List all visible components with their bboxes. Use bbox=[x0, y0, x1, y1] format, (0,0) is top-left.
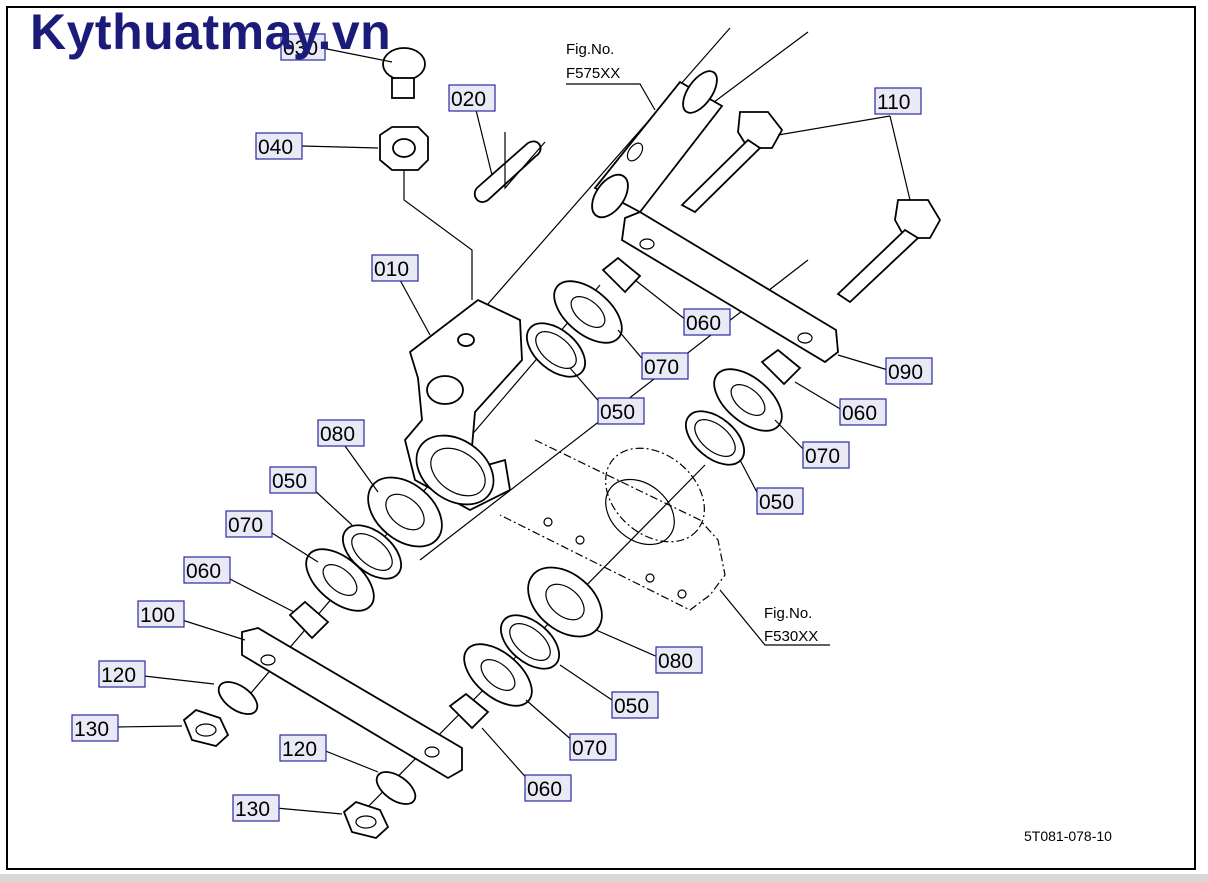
svg-text:Fig.No.: Fig.No. bbox=[764, 605, 812, 622]
nut-part-040 bbox=[379, 126, 429, 171]
ring-050-right bbox=[685, 410, 745, 466]
callout-080-b: 080 bbox=[655, 646, 703, 674]
svg-text:080: 080 bbox=[658, 650, 693, 673]
lock-washer-120-b bbox=[375, 771, 417, 805]
callout-020: 020 bbox=[448, 84, 496, 112]
svg-text:120: 120 bbox=[282, 738, 317, 761]
bolt-part-110-a bbox=[680, 111, 784, 214]
reference-f575xx: Fig.No. F575XX bbox=[566, 41, 620, 82]
ring-050-lower bbox=[500, 614, 560, 670]
ring-050-upper bbox=[526, 322, 586, 378]
svg-text:070: 070 bbox=[644, 356, 679, 379]
bearing-080-lower bbox=[527, 566, 603, 638]
figure-code: 5T081-078-10 bbox=[1024, 828, 1112, 844]
svg-text:050: 050 bbox=[272, 470, 307, 493]
svg-text:120: 120 bbox=[101, 664, 136, 687]
bolt-part-110-b bbox=[836, 199, 942, 304]
callout-120-a: 120 bbox=[98, 660, 146, 688]
svg-text:070: 070 bbox=[228, 514, 263, 537]
callout-070-d: 070 bbox=[569, 733, 617, 761]
nut-130-b bbox=[342, 800, 390, 839]
svg-text:050: 050 bbox=[759, 491, 794, 514]
callout-070-a: 070 bbox=[641, 352, 689, 380]
callout-130-b: 130 bbox=[232, 794, 280, 822]
key-part-020 bbox=[473, 132, 546, 203]
svg-text:070: 070 bbox=[572, 737, 607, 760]
svg-text:070: 070 bbox=[805, 445, 840, 468]
svg-text:130: 130 bbox=[74, 718, 109, 741]
callout-120-b: 120 bbox=[279, 734, 327, 762]
upper-tube-part bbox=[591, 70, 724, 219]
svg-text:Fig.No.: Fig.No. bbox=[566, 41, 614, 58]
callout-100: 100 bbox=[137, 600, 185, 628]
svg-text:050: 050 bbox=[600, 401, 635, 424]
spacer-060-lower bbox=[448, 692, 490, 730]
callout-110: 110 bbox=[874, 87, 922, 115]
callout-080-a: 080 bbox=[317, 419, 365, 447]
lock-washer-120-a bbox=[217, 681, 259, 715]
callout-060-d: 060 bbox=[524, 774, 572, 802]
spacer-060-left bbox=[288, 600, 330, 640]
svg-text:050: 050 bbox=[614, 695, 649, 718]
callout-070-c: 070 bbox=[225, 510, 273, 538]
callout-050-a: 050 bbox=[597, 397, 645, 425]
svg-text:080: 080 bbox=[320, 423, 355, 446]
spacer-060-right bbox=[760, 348, 802, 386]
frame-part-f530xx bbox=[499, 439, 726, 611]
nut-130-a bbox=[182, 708, 230, 747]
svg-text:060: 060 bbox=[186, 560, 221, 583]
svg-text:110: 110 bbox=[877, 91, 910, 114]
callout-060-a: 060 bbox=[683, 308, 731, 336]
svg-text:F575XX: F575XX bbox=[566, 65, 620, 82]
callout-040: 040 bbox=[255, 132, 303, 160]
callout-060-b: 060 bbox=[839, 398, 887, 426]
callout-050-d: 050 bbox=[611, 691, 659, 719]
svg-text:010: 010 bbox=[374, 258, 409, 281]
callout-130-a: 130 bbox=[71, 714, 119, 742]
callout-050-b: 050 bbox=[756, 487, 804, 515]
svg-text:020: 020 bbox=[451, 88, 486, 111]
washer-070-right bbox=[713, 368, 783, 432]
svg-text:040: 040 bbox=[258, 136, 293, 159]
callout-010: 010 bbox=[371, 254, 419, 282]
plate-part-090 bbox=[621, 210, 839, 364]
leader-lines bbox=[113, 47, 911, 815]
bottom-scrollbar[interactable] bbox=[0, 874, 1208, 882]
plug-part-030 bbox=[382, 47, 426, 99]
spacer-060-upper bbox=[601, 256, 642, 294]
svg-text:F530XX: F530XX bbox=[764, 628, 818, 645]
washer-070-upper bbox=[553, 280, 623, 344]
svg-text:130: 130 bbox=[235, 798, 270, 821]
washer-070-left bbox=[305, 548, 375, 612]
callout-050-c: 050 bbox=[269, 466, 317, 494]
svg-text:060: 060 bbox=[842, 402, 877, 425]
callout-090: 090 bbox=[885, 357, 933, 385]
diagram-frame bbox=[6, 6, 1196, 870]
callout-030: 030 bbox=[280, 33, 326, 61]
callout-060-c: 060 bbox=[183, 556, 231, 584]
svg-text:030: 030 bbox=[283, 37, 318, 60]
svg-text:100: 100 bbox=[140, 604, 175, 627]
svg-text:090: 090 bbox=[888, 361, 923, 384]
svg-text:060: 060 bbox=[527, 778, 562, 801]
watermark-logo: Kythuatmay.vn bbox=[30, 4, 392, 60]
svg-text:060: 060 bbox=[686, 312, 721, 335]
plate-part-100 bbox=[241, 627, 463, 780]
callout-070-b: 070 bbox=[802, 441, 850, 469]
washer-070-lower bbox=[463, 643, 533, 707]
reference-f530xx: Fig.No. F530XX bbox=[764, 605, 818, 645]
arm-part-010 bbox=[404, 298, 523, 512]
